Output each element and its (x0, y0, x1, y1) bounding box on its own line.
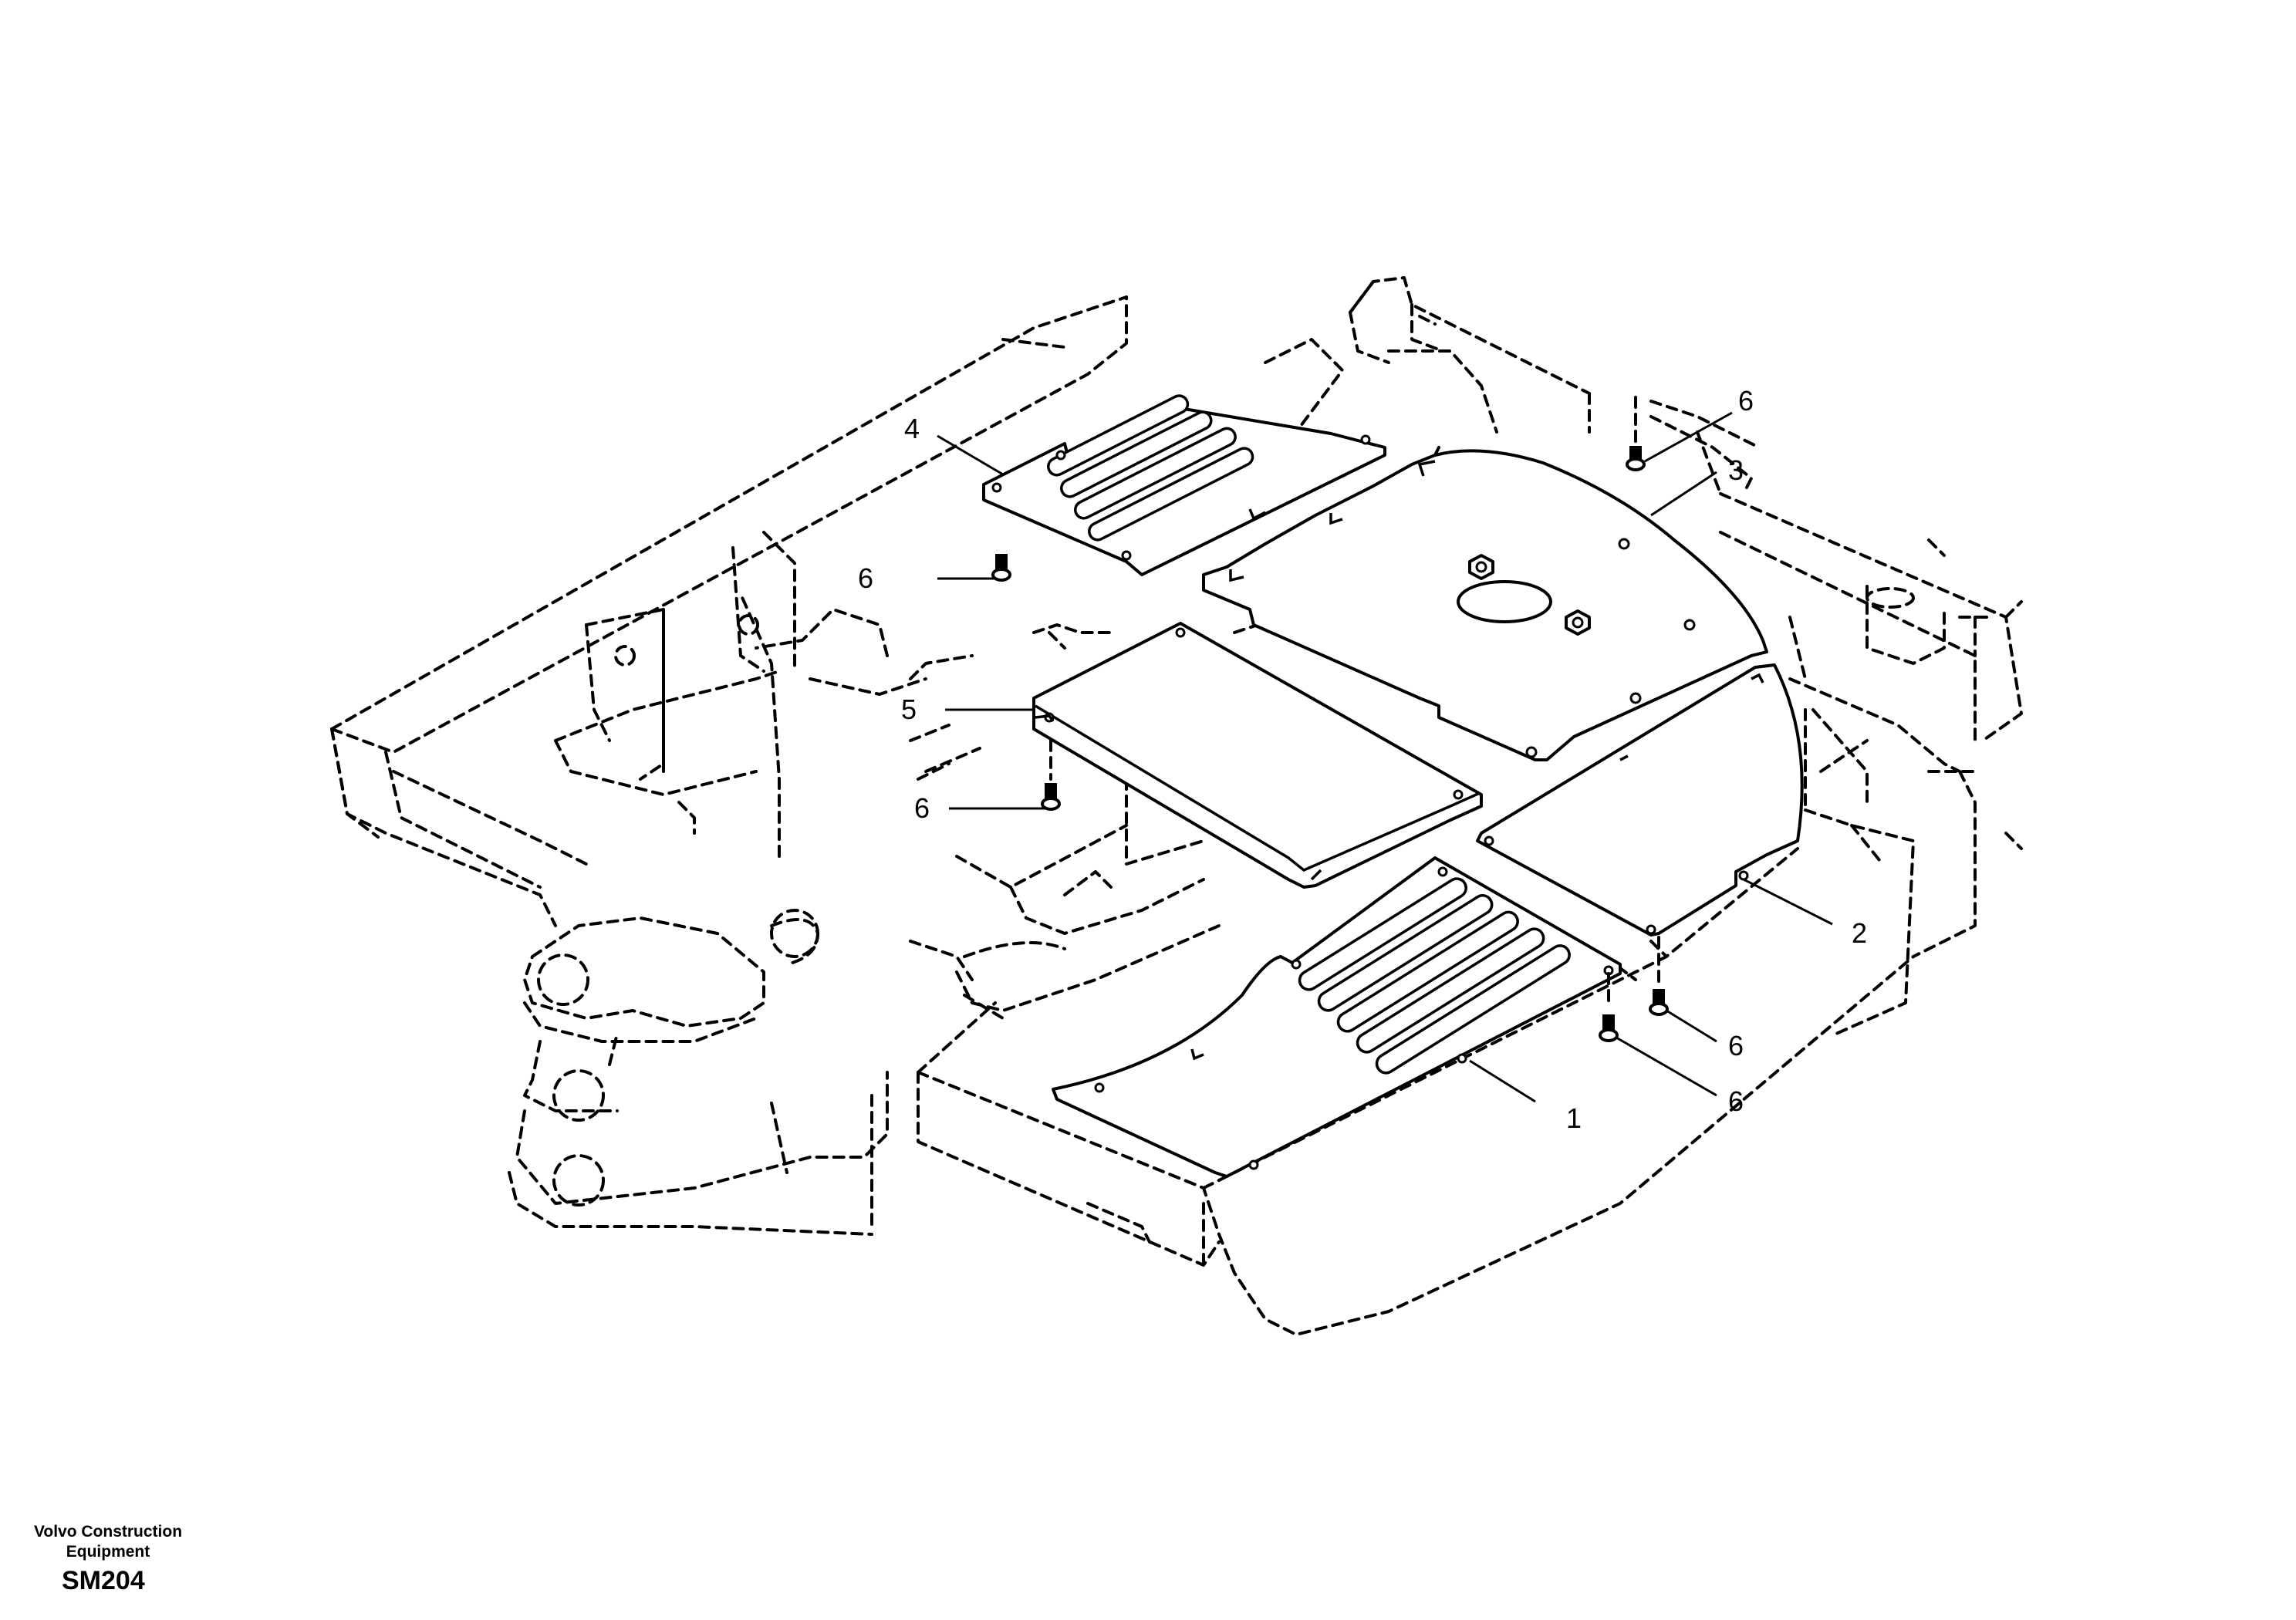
callout-6-lower-right: 6 (1728, 1030, 1744, 1061)
part-1-louvered-cover (1052, 856, 1622, 1178)
part-2-side-cover (1476, 663, 1804, 937)
machine-frame-outline (330, 276, 2023, 1336)
part-4-louvered-cover (982, 394, 1386, 576)
callout-4: 4 (904, 413, 920, 444)
callout-3: 3 (1728, 454, 1744, 486)
callout-2: 2 (1852, 917, 1867, 949)
sheet-code: SM204 (62, 1566, 145, 1595)
bolt-top-left (991, 554, 1011, 582)
callout-1: 1 (1566, 1102, 1582, 1134)
callout-6-bottom-right: 6 (1728, 1085, 1744, 1117)
company-name-line1: Volvo Construction (33, 1523, 183, 1541)
part-3-top-plate (1202, 446, 1768, 761)
callout-6-middle-left: 6 (914, 792, 930, 824)
bolt-top-right (1626, 396, 1646, 471)
bolt-lower-right (1649, 936, 1669, 1016)
leader-lines (937, 411, 1833, 1103)
bolt-middle-left (1041, 739, 1061, 811)
part-5-flat-plate (1032, 622, 1483, 889)
callout-6-top-right: 6 (1738, 385, 1754, 417)
company-name-line2: Equipment (66, 1543, 150, 1561)
bolt-lower-center (1599, 972, 1619, 1042)
callout-5: 5 (901, 694, 917, 725)
callout-6-top-left: 6 (858, 562, 873, 594)
